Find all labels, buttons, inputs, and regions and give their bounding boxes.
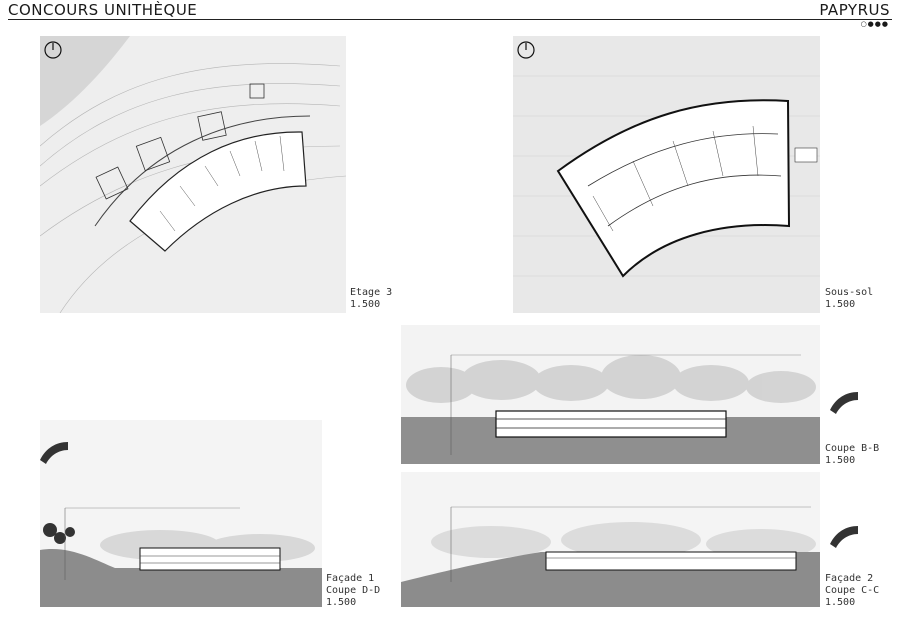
caption-section-name: Coupe B-B [825, 443, 880, 454]
section-coupe-b-b [401, 325, 820, 464]
key-plan-thumbnail [36, 434, 72, 470]
plan-etage-3 [40, 36, 346, 313]
caption-section-name: Coupe C-C [825, 585, 880, 596]
brand-name: PAPYRUS [819, 1, 890, 19]
caption-scale: 1.500 [825, 597, 856, 608]
caption-scale: 1.500 [825, 299, 856, 310]
elevation-facade-1 [40, 420, 322, 607]
caption-facade-name: Façade 1 [326, 573, 375, 584]
plan-sous-sol [513, 36, 820, 313]
key-plan-thumbnail [826, 386, 860, 420]
header-rule [8, 19, 892, 20]
elevation-facade-2 [401, 472, 820, 607]
caption-scale: 1.500 [326, 597, 357, 608]
caption-sous-sol: Sous-sol 1.500 [825, 287, 873, 311]
key-plan-thumbnail [826, 520, 860, 554]
caption-coupe-b-b: Coupe B-B 1.500 [825, 443, 879, 467]
caption-section-name: Coupe D-D [326, 585, 381, 596]
page-indicator-dots: ○●●● [860, 20, 889, 28]
caption-scale: 1.500 [350, 299, 381, 310]
caption-etage-3: Etage 3 1.500 [350, 287, 392, 311]
caption-facade-2: Façade 2 Coupe C-C 1.500 [825, 573, 879, 609]
caption-level-name: Sous-sol [825, 287, 874, 298]
sheet-title: CONCOURS UNITHÈQUE [8, 1, 198, 19]
caption-scale: 1.500 [825, 455, 856, 466]
caption-facade-name: Façade 2 [825, 573, 874, 584]
caption-level-name: Etage 3 [350, 287, 393, 298]
caption-facade-1: Façade 1 Coupe D-D 1.500 [326, 573, 380, 609]
